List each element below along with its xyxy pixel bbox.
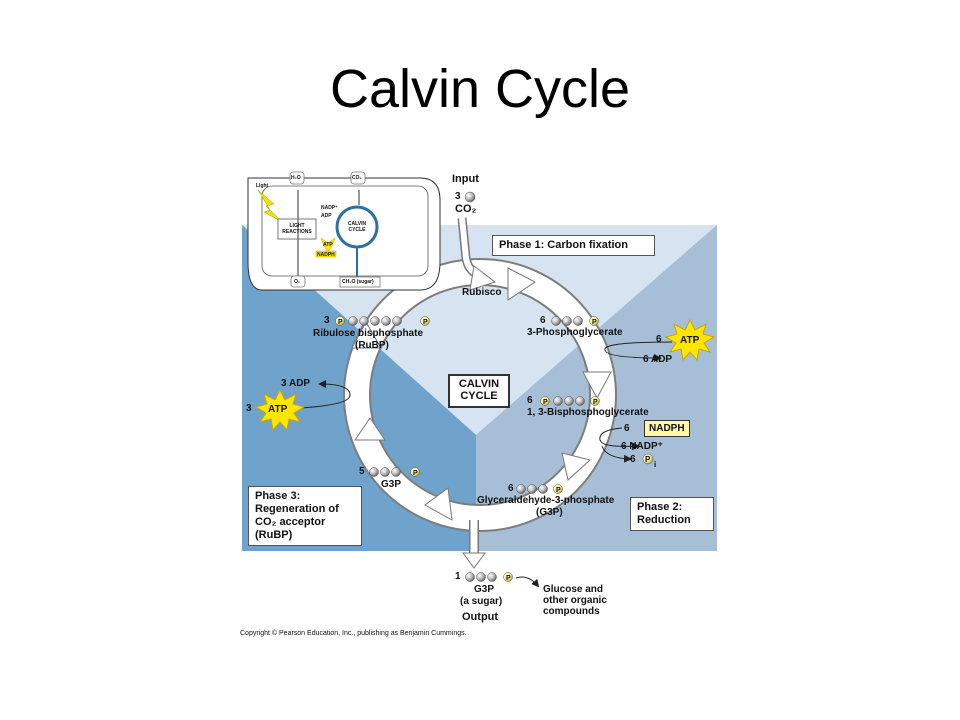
output-name: G3P [474,584,495,595]
inset-adp-label: ADP [321,213,332,219]
atp-regen-arrow [299,380,351,409]
ring-arrowhead [582,371,612,400]
rubisco-label: Rubisco [462,287,502,298]
inset-light-label: Light [256,183,269,189]
atp-star-reduction [664,318,716,362]
g3p6-molecule [516,484,563,494]
inset-o2-label: O₂ [294,279,301,285]
atp-reduction-label: ATP [680,335,700,346]
chloroplast-inset [247,171,441,291]
pga-molecule [551,316,599,326]
phase1-label: Phase 1: Carbon fixation [492,235,655,256]
output-destination: Glucose and other organic compounds [543,584,607,617]
slide-title: Calvin Cycle [329,59,631,119]
g3p5-name: G3P [381,479,402,490]
inset-sugar-label: CH₂O (sugar) [342,279,374,285]
input-count: 3 [455,191,461,202]
rubp-name: Ribulose bisphosphate [313,328,424,339]
calvin-center-label: CALVIN CYCLE [458,378,500,402]
inset-nadph-label: NADPH [317,252,335,258]
phosphate-label: P [556,487,561,494]
g3p6-count: 6 [508,483,514,494]
adp-regen-label: 3 ADP [281,378,311,389]
nadph-label: NADPH [644,420,690,437]
copyright-notice: Copyright © Pearson Education, Inc., pub… [240,630,467,637]
nadp-label: 6 NADP⁺ [621,441,663,452]
g3p5-count: 5 [359,466,365,477]
ring-arrowhead [561,452,592,481]
inset-light-reactions-label: LIGHT REACTIONS [282,223,312,235]
pi-count: 6 [630,454,636,465]
phase2-label: Phase 2: Reduction [630,497,714,531]
input-molecule: CO₂ [455,203,477,215]
ring-arrowhead [424,487,453,521]
inset-h2o-label: H₂O [291,175,301,181]
output-count: 1 [455,571,461,582]
adp-reduction-label: 6 ADP [643,354,673,365]
calvin-center-box [448,374,510,408]
g3p6-name: Glyceraldehyde-3-phosphate [477,495,615,506]
phosphate-label: P [338,319,343,326]
bpg-molecule [540,396,600,406]
ring-arrowhead [351,320,382,349]
pga-count: 6 [540,315,546,326]
pi-molecule [642,453,654,465]
phase3-label: Phase 3: Regeneration of CO₂ acceptor (R… [248,486,362,546]
atp-reduction-arrow [604,341,673,362]
bpg-name: 1, 3-Bisphosphoglycerate [527,407,649,418]
atp-star-regen [254,388,306,432]
rubp-count: 3 [324,315,330,326]
pga-name: 3-Phosphoglycerate [527,327,623,338]
pi-arrow [601,445,632,463]
phosphate-label: P [413,470,418,477]
output-dest-arrow [515,576,540,588]
co2-molecule [464,191,476,203]
ring-arrowhead [507,267,536,301]
output-molecule [465,572,513,582]
nadph-arrow [599,427,640,451]
inset-nadp-label: NADP⁺ [321,205,338,211]
atp-reduction-count: 6 [656,334,662,345]
phosphate-label: P [506,575,511,582]
g3p5-molecule [369,467,420,477]
g3p6-abbr: (G3P) [536,507,563,518]
ring-arrowhead [354,417,386,441]
phosphate-label: P [543,399,548,406]
nadph-count: 6 [624,423,630,434]
output-sub: (a sugar) [460,596,503,607]
phosphate-label: P [593,399,598,406]
inset-calvin-label: CALVIN CYCLE [347,221,367,233]
inset-co2-label: CO₂ [352,175,362,181]
rubp-abbr: (RuBP) [355,340,389,351]
phosphate-label: P [592,319,597,326]
output-title: Output [462,611,499,623]
atp-regen-label: ATP [268,404,288,415]
pi-label: P [645,455,651,464]
atp-regen-count: 3 [246,403,252,414]
phosphate-label: P [423,319,428,326]
rubp-molecule [335,316,430,326]
inset-atp-label: ATP [323,242,333,248]
input-title: Input [452,173,479,185]
pi-subscript: i [654,460,657,469]
bpg-count: 6 [527,395,533,406]
